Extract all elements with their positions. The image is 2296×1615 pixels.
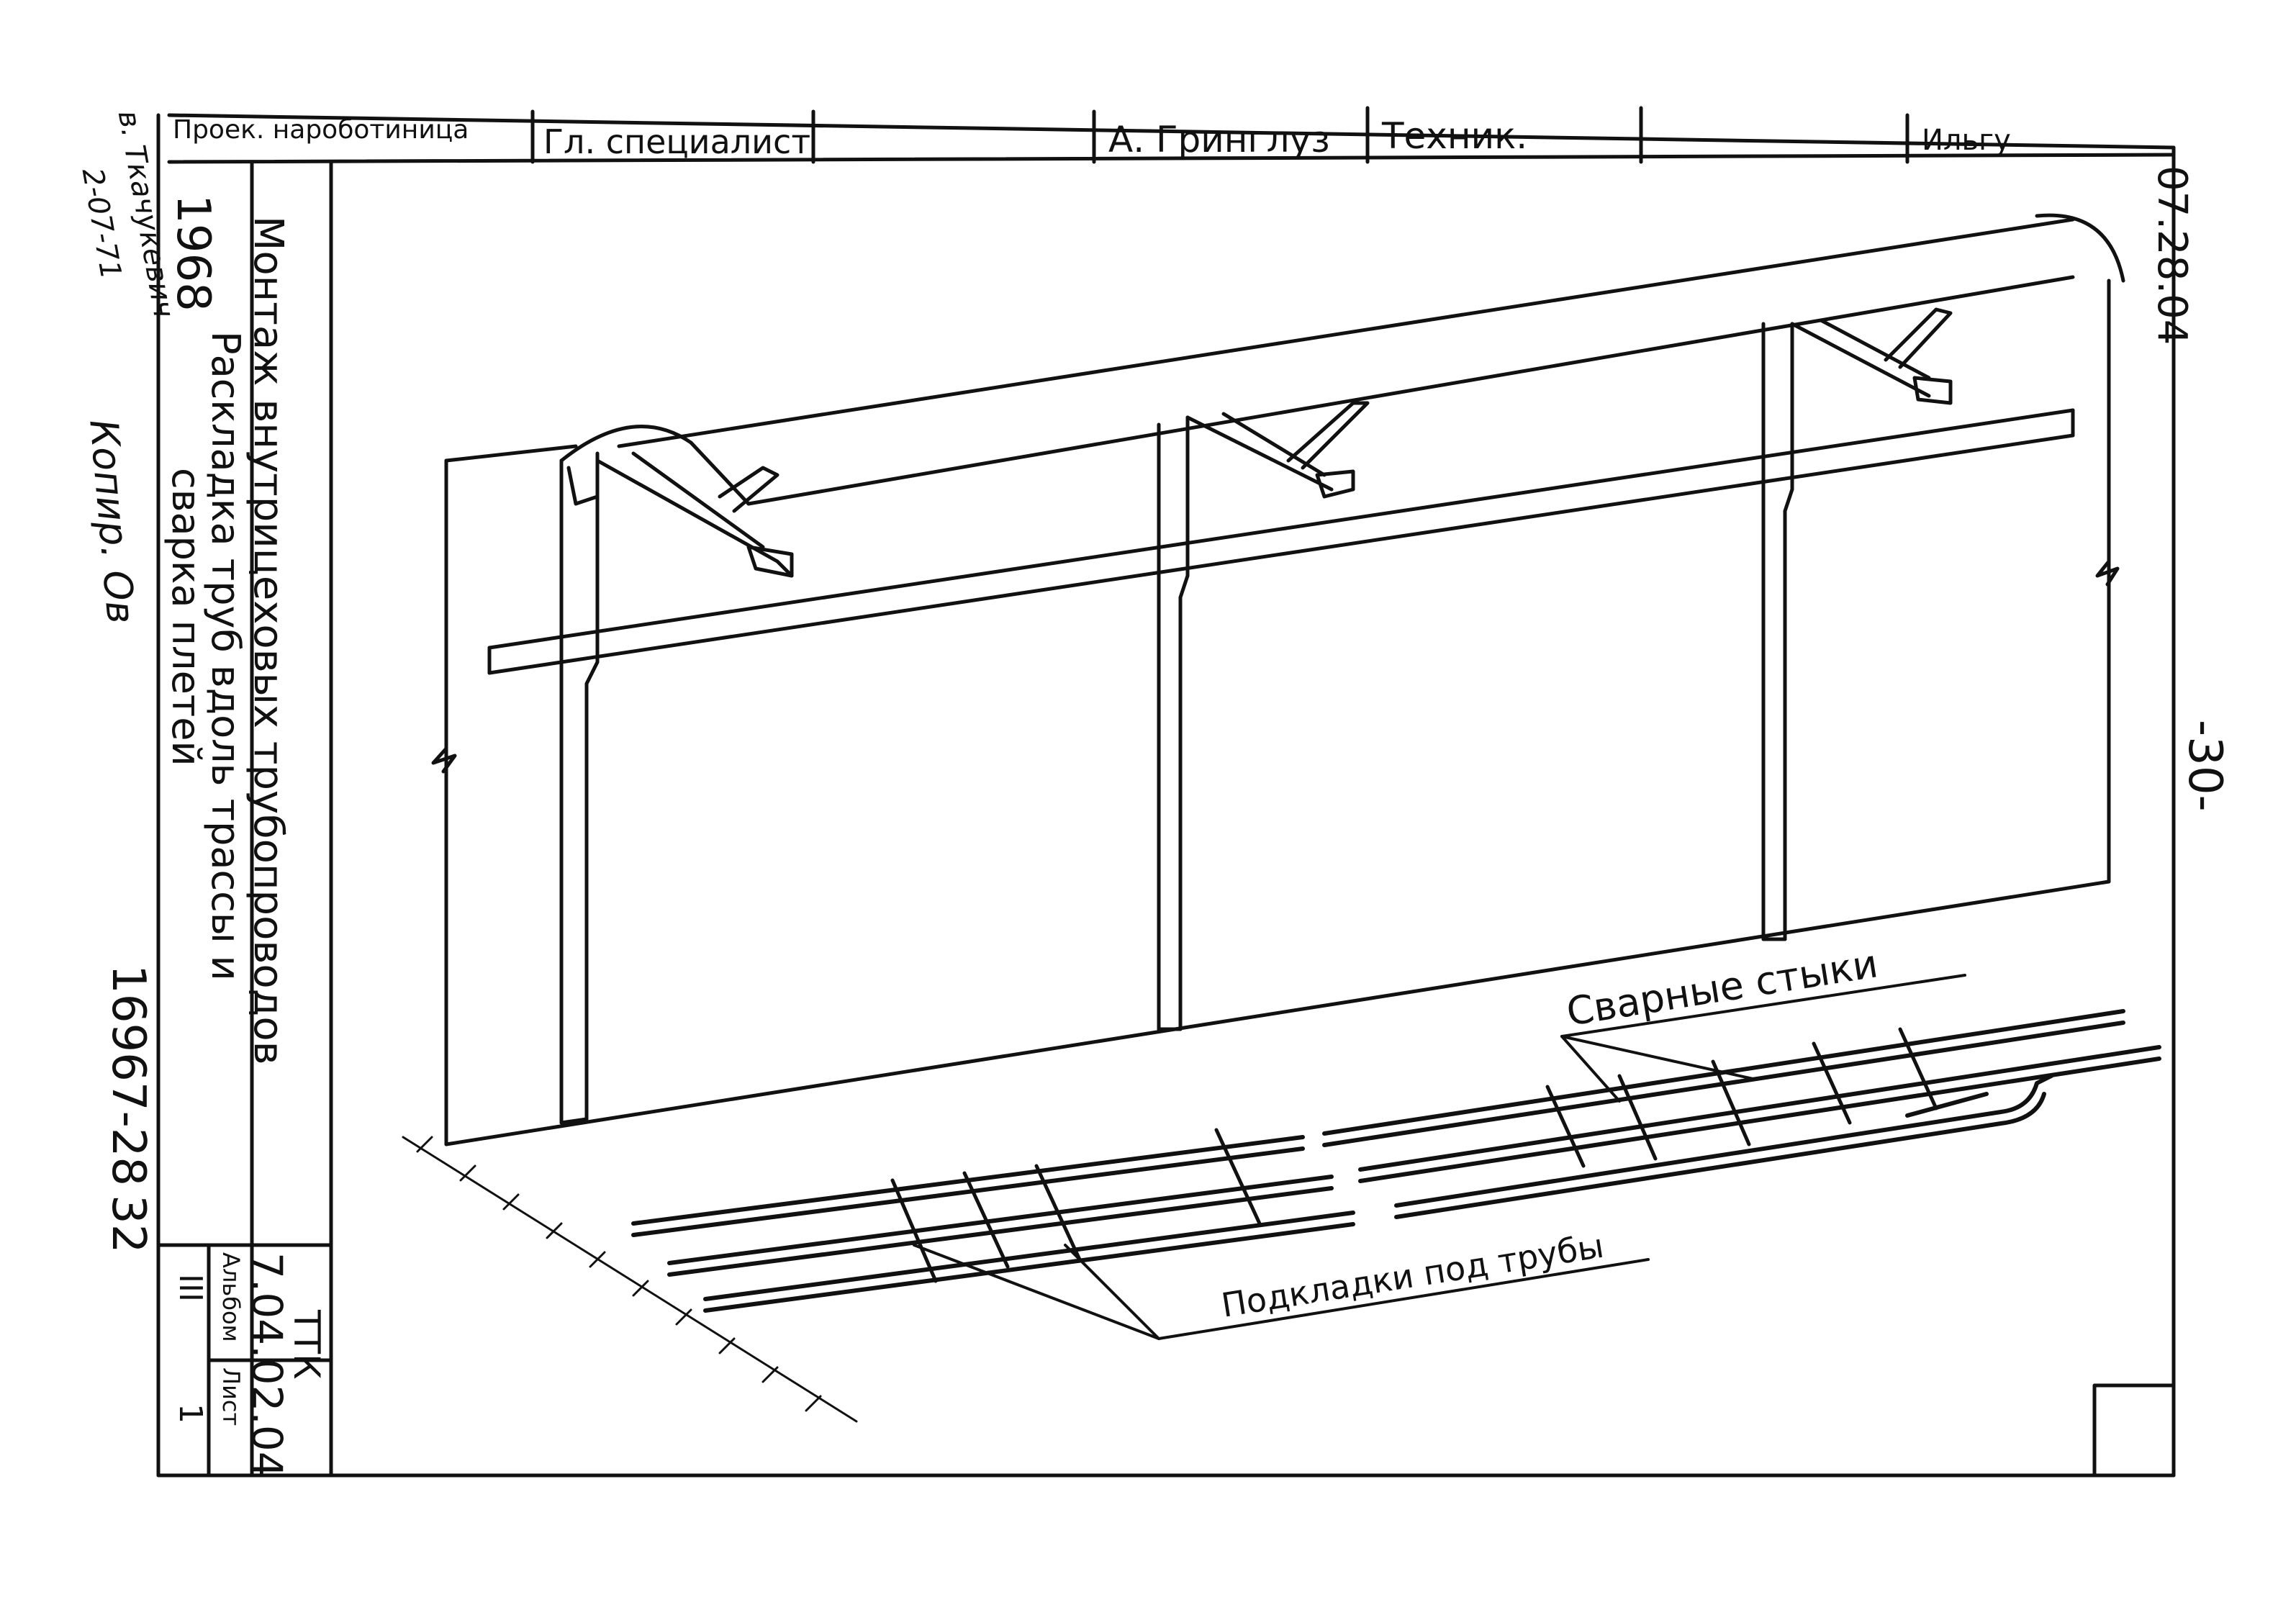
- doc-number-page: 32: [101, 1195, 155, 1254]
- welds-callout-label: Сварные стыки: [1563, 941, 1881, 1035]
- bracket-1: [595, 451, 794, 578]
- wall: [431, 279, 2120, 1146]
- stamp-author: А. Гринглуз: [1108, 119, 1330, 160]
- weld-leader-2: [1560, 1035, 1758, 1081]
- column-3: [1761, 322, 1794, 941]
- column-2: [1157, 415, 1190, 1031]
- ttk-code: 7.04.02.04: [243, 1252, 291, 1478]
- album-label: Альбом: [217, 1252, 245, 1342]
- stamp-top-right: Ильгу: [1922, 124, 2011, 157]
- title-main: Монтаж внутрицеховых трубопроводов: [245, 216, 291, 1065]
- ttk-label: ТТК: [286, 1310, 327, 1380]
- callout-leaders: [913, 974, 1966, 1340]
- pipes-right: [1322, 1009, 2161, 1219]
- bracket-3: [1790, 307, 1953, 405]
- sheet-code-right: 07.28.04: [2148, 166, 2195, 345]
- bracket-2: [1185, 401, 1370, 499]
- horizontal-rail: [487, 408, 2075, 675]
- weld-leader-underline: [1560, 974, 1966, 1038]
- columns: [559, 322, 1794, 1125]
- sheet-frame: [156, 106, 2176, 1478]
- stamp-specialist: Гл. специалист: [543, 122, 811, 161]
- title-sub-line1: Раскладка труб вдоль трассы и: [203, 331, 248, 981]
- page-number: -30-: [2178, 720, 2231, 812]
- album-value: III: [172, 1274, 209, 1302]
- support-leader-underline: [1157, 1258, 1650, 1340]
- sheet-value: 1: [172, 1403, 209, 1424]
- stamp-technik: Техник.: [1382, 115, 1528, 157]
- ground-hatch: [402, 1136, 858, 1423]
- brackets: [595, 307, 1953, 578]
- roof-beam: [559, 213, 2125, 506]
- doc-number: 16967-28: [101, 964, 155, 1187]
- stamp-top-left: Проек. нароботиница: [173, 115, 469, 145]
- supports-right: [1545, 1027, 1938, 1168]
- column-1: [559, 451, 600, 1125]
- pipes-left: [631, 1135, 1355, 1313]
- break-mark-right: [2095, 559, 2120, 587]
- support-leader-2: [1064, 1244, 1160, 1340]
- supports-left: [890, 1128, 1262, 1283]
- weld-leader-1: [1560, 1035, 1621, 1103]
- sheet-label: Лист: [217, 1367, 245, 1426]
- title-sub-line2: сварка плетей: [163, 468, 209, 766]
- break-mark-left: [431, 746, 457, 774]
- support-leader-1: [913, 1244, 1160, 1340]
